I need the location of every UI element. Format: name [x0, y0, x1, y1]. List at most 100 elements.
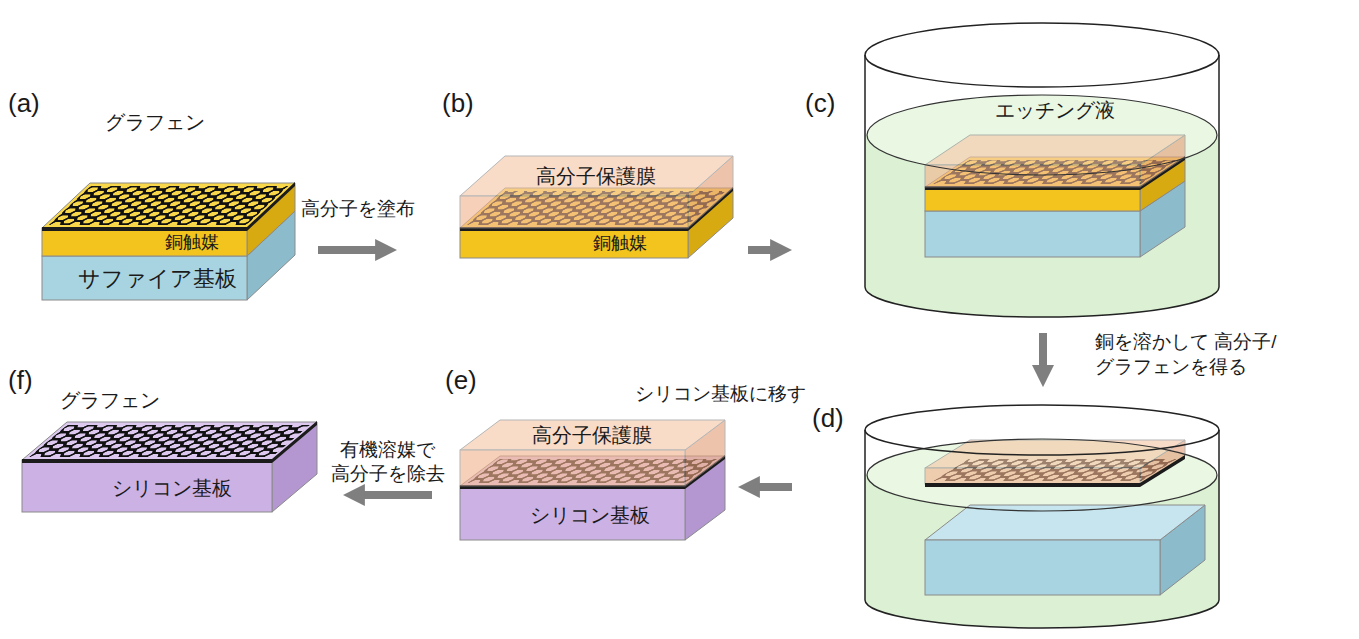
heading-label: エッチング液 [995, 98, 1115, 122]
graphene-hexagon [579, 465, 601, 472]
graphene-hexagon [645, 191, 666, 197]
beaker-wall [865, 55, 1219, 317]
step-label: 高分子を塗布 [301, 197, 415, 222]
graphene-hexagon [532, 204, 553, 211]
graphene-hexagon [643, 469, 665, 476]
graphene-hexagon [664, 225, 685, 226]
beaker-rim [865, 405, 1219, 455]
graphene-hexagon [547, 225, 568, 226]
graphene-hexagon [506, 200, 527, 207]
graphene-hexagon [557, 207, 578, 214]
graphene-hexagon [545, 459, 567, 462]
graphene-hexagon [668, 204, 689, 211]
graphene-hexagon [635, 207, 656, 214]
layer-label: シリコン基板 [112, 476, 232, 500]
graphene-hexagon [676, 197, 697, 204]
graphene-hexagon [608, 214, 629, 221]
graphene-hexagon [526, 469, 548, 476]
graphene-hexagon [555, 462, 577, 469]
graphene-hexagon [644, 483, 666, 484]
layer-front [925, 165, 1140, 187]
graphene-hexagon [565, 469, 587, 476]
graphene-hexagon [664, 191, 685, 197]
graphene-hexagon [471, 214, 492, 221]
layer-label: 高分子保護膜 [536, 164, 656, 188]
graphene-hexagon [567, 225, 588, 226]
graphene-hexagon [491, 214, 512, 221]
sap-layer-shape [42, 211, 295, 300]
process-arrow [1039, 333, 1047, 375]
process-panel: (e)高分子保護膜シリコン基板 [440, 340, 730, 555]
graphene-hexagon [574, 218, 595, 225]
process-panel: (b)高分子保護膜銅触媒 [405, 80, 740, 315]
graphene-hexagon [582, 211, 603, 218]
graphene-edge [460, 227, 688, 231]
layer-top [460, 420, 725, 450]
graphene-edge [460, 485, 685, 489]
graphene-hexagon [502, 221, 523, 225]
graphene-hexagon [681, 459, 703, 462]
cu-layer-shape [42, 183, 295, 256]
graphene-hexagon [602, 211, 623, 218]
graphene-hexagon [537, 207, 558, 214]
graphene-lattice [11, 411, 339, 463]
graphene-hexagon [469, 225, 490, 226]
graphene-hexagon [649, 204, 670, 211]
graphene-hexagon [573, 193, 594, 200]
graphene-hexagon [619, 479, 641, 483]
layer-front [42, 256, 247, 300]
process-panel: (c)エッチング液 [800, 5, 1225, 325]
heading-label: グラフェン [60, 388, 160, 412]
graphene-hexagon [643, 200, 664, 207]
graphene-hexagon [522, 191, 543, 193]
layer-front [460, 196, 688, 228]
graphene-hexagon [481, 197, 502, 204]
graphene-hexagon [623, 200, 644, 207]
layer-label: 銅触媒 [593, 233, 647, 255]
graphene-hexagon [623, 469, 645, 476]
graphene-hexagon [660, 211, 681, 218]
graphene-hexagon [521, 465, 543, 472]
graphene-hexagon [551, 204, 572, 211]
graphene-hexagon [690, 193, 711, 200]
step-label: シリコン基板に移す [635, 382, 806, 407]
graphene-hexagon [560, 465, 582, 472]
graphene-edge [22, 459, 272, 463]
graphene-hexagon [621, 211, 642, 218]
graphene-hexagon [629, 204, 650, 211]
si-layer-shape [460, 456, 725, 540]
graphene-hexagon [625, 191, 646, 197]
graphene-hexagon [584, 459, 606, 462]
graphene-hexagon [590, 204, 611, 211]
graphene-hexagon [570, 472, 592, 479]
graphene-hexagon [584, 469, 606, 476]
etching-beaker: エッチング液 [862, 15, 1222, 320]
graphene-hexagon [667, 459, 689, 465]
graphene-edge [1140, 455, 1185, 487]
graphene-hexagon [567, 191, 588, 197]
graphene-hexagon [603, 459, 625, 462]
graphene-hexagon [642, 459, 664, 462]
graphene-hexagon [512, 204, 533, 211]
graphene-hexagon [594, 462, 616, 469]
graphene-hexagon [486, 459, 508, 462]
graphene-hexagon [556, 476, 578, 483]
graphene-hexagon [625, 225, 646, 226]
film-layer-shape [460, 420, 725, 486]
process-panel: (d) [800, 395, 1225, 635]
graphene-hexagon [510, 214, 531, 221]
graphene-hexagon [551, 472, 573, 479]
graphene-hexagon [485, 211, 506, 218]
liquid-surface-outline [867, 95, 1217, 175]
graphene-hexagon [654, 207, 675, 214]
step-label: 銅を溶かして 高分子/グラフェンを得る [1095, 330, 1333, 379]
layer-top [925, 440, 1185, 468]
graphene-hexagon [624, 483, 646, 484]
graphene-hexagon [530, 459, 552, 465]
graphene-hexagon [620, 191, 641, 193]
graphene-hexagon [508, 191, 529, 197]
graphene-hexagon [487, 469, 509, 476]
graphene-hexagon [605, 483, 627, 484]
graphene-hexagon [639, 191, 660, 193]
graphene-hexagon [673, 476, 695, 483]
